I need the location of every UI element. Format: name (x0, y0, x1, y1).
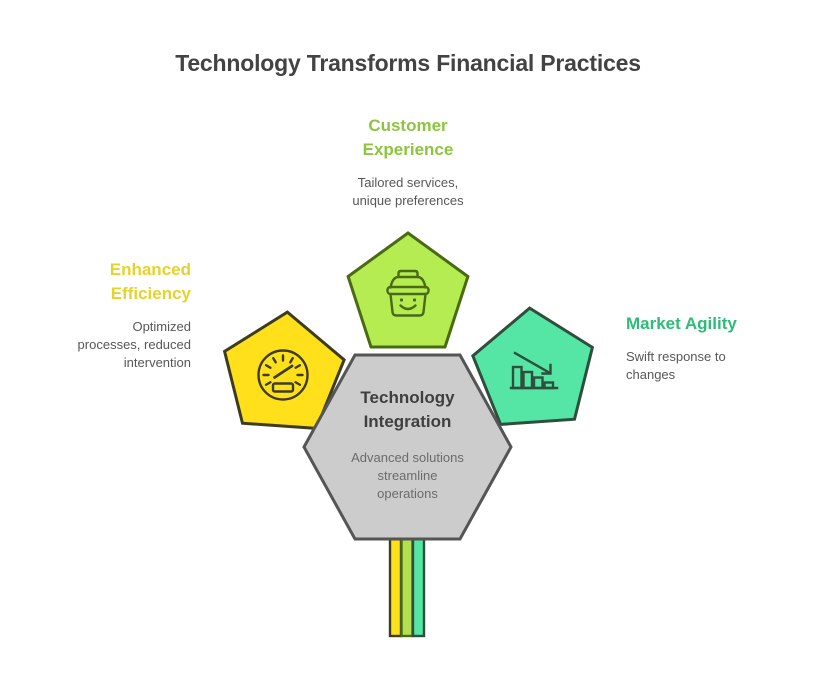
branch-description-line1: Swift response to (626, 349, 726, 364)
branch-description-market-agility: Swift response to changes (626, 348, 811, 384)
branch-heading-line1: Enhanced (109, 260, 191, 279)
branch-shape-market-agility[interactable] (464, 292, 615, 446)
branch-description-line2: processes, reduced (77, 337, 191, 352)
branch-heading-line1: Market Agility (626, 314, 737, 333)
center-heading-line2: Integration (363, 412, 452, 431)
branch-heading-market-agility: Market Agility (626, 312, 811, 336)
declining-bar-chart-icon (509, 351, 559, 390)
branch-description-enhanced-efficiency: Optimized processes, reduced interventio… (30, 318, 191, 372)
branch-description-line2: changes (626, 367, 676, 382)
branch-heading-line1: Customer (368, 116, 448, 135)
pentagon-market-agility (471, 306, 595, 426)
speedometer-gauge-icon (257, 349, 309, 401)
shopping-basket-smile-icon (386, 269, 430, 317)
center-shape-technology-integration[interactable] (302, 353, 513, 541)
center-heading: Technology Integration (305, 386, 510, 434)
branch-heading-customer-experience: Customer Experience (318, 114, 498, 162)
branch-description-customer-experience: Tailored services, unique preferences (318, 174, 498, 210)
branch-description-line1: Tailored services, (357, 175, 459, 190)
branch-label-market-agility: Market Agility Swift response to changes (626, 312, 811, 384)
branch-description-line2: unique preferences (352, 193, 464, 208)
center-description-line3: operations (377, 486, 438, 501)
branch-label-enhanced-efficiency: Enhanced Efficiency Optimized processes,… (30, 258, 191, 372)
center-heading-line1: Technology (360, 388, 455, 407)
branch-description-line3: intervention (123, 355, 191, 370)
center-text-block: Technology Integration Advanced solution… (305, 386, 510, 503)
branch-shape-enhanced-efficiency[interactable] (202, 296, 353, 450)
pentagon-customer-experience (346, 231, 470, 349)
center-description-line1: Advanced solutions (351, 450, 464, 465)
branch-heading-line2: Experience (362, 140, 454, 159)
branch-label-customer-experience: Customer Experience Tailored services, u… (318, 114, 498, 210)
branch-description-line1: Optimized (132, 319, 191, 334)
hexagon-center (302, 353, 513, 541)
branch-heading-enhanced-efficiency: Enhanced Efficiency (30, 258, 191, 306)
center-description-line2: streamline (377, 468, 438, 483)
center-description: Advanced solutions streamline operations (305, 449, 510, 503)
branch-heading-line2: Efficiency (110, 284, 191, 303)
page-title: Technology Transforms Financial Practice… (175, 50, 641, 76)
branch-shape-customer-experience[interactable] (346, 231, 470, 349)
